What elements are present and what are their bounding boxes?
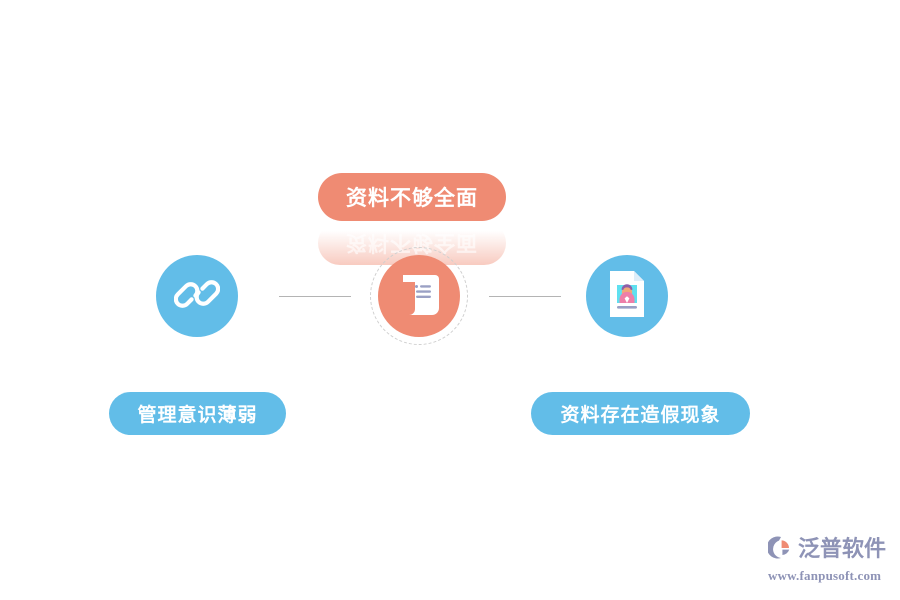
- watermark-url-text: www.fanpusoft.com: [768, 568, 882, 583]
- label-left-text: 管理意识薄弱: [137, 405, 258, 426]
- top-label-pill[interactable]: 资料不够全面: [318, 173, 506, 221]
- node-scroll[interactable]: [378, 255, 460, 337]
- id-card-document-icon: [607, 269, 647, 324]
- link-chain-icon: [173, 271, 221, 322]
- node-link[interactable]: [156, 255, 238, 337]
- watermark: 泛普软件 www.fanpusoft.com: [766, 535, 887, 587]
- label-right-pill[interactable]: 资料存在造假现象: [531, 392, 750, 435]
- label-left-pill[interactable]: 管理意识薄弱: [109, 392, 286, 435]
- watermark-brand-row: 泛普软件: [766, 535, 887, 565]
- center-node-dashed-ring: [370, 247, 468, 345]
- label-right-text: 资料存在造假现象: [560, 405, 721, 426]
- connector-right: [489, 296, 561, 297]
- top-label-text: 资料不够全面: [346, 187, 478, 210]
- scroll-document-icon: [397, 271, 441, 322]
- watermark-brand-text: 泛普软件: [798, 537, 887, 562]
- fanpu-logo-icon: [766, 535, 794, 565]
- connector-left: [279, 296, 351, 297]
- node-id-card[interactable]: [586, 255, 668, 337]
